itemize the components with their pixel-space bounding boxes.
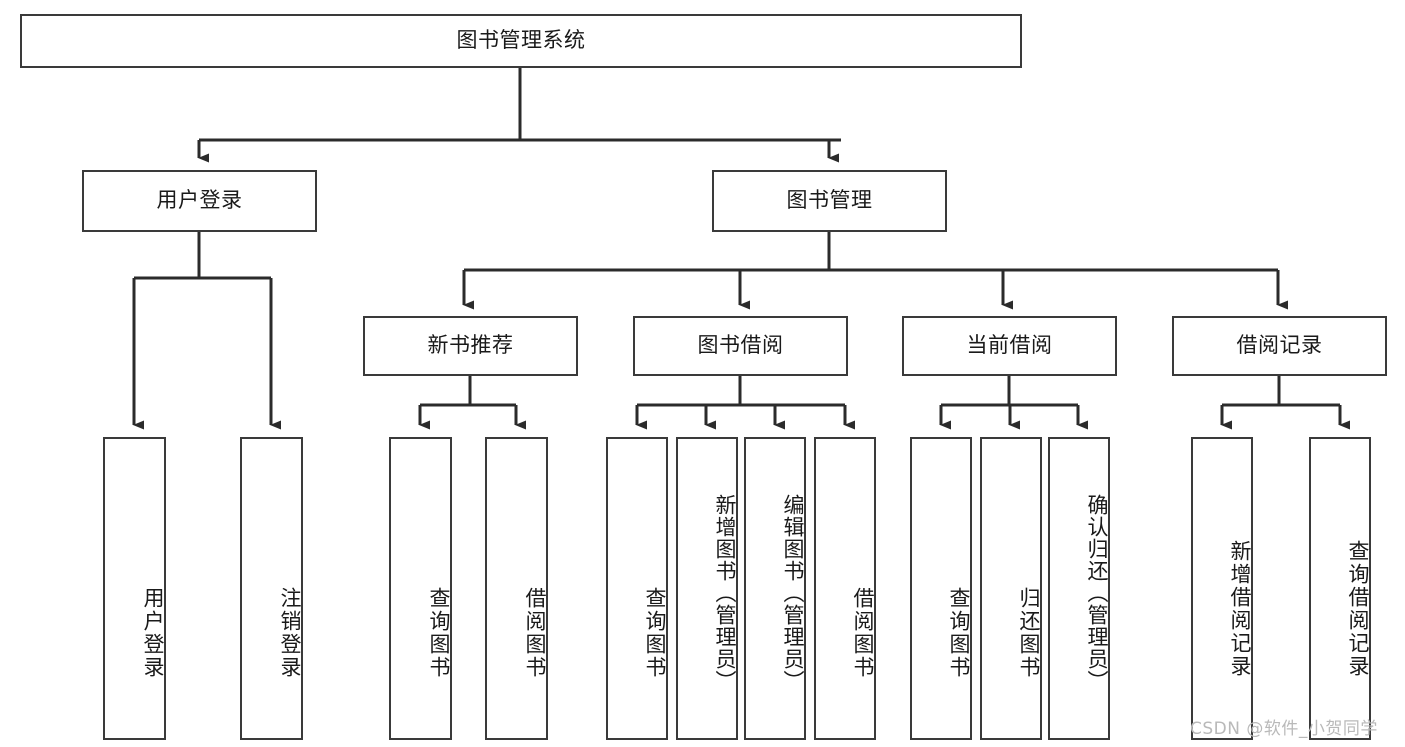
node-user-login-label: 用户登录 bbox=[156, 188, 243, 213]
node-leaf-borrow-book-2-label: 借阅图书 bbox=[851, 586, 875, 679]
node-leaf-user-login[interactable]: 用户登录 bbox=[103, 437, 166, 740]
node-new-book-rec-label: 新书推荐 bbox=[427, 333, 514, 358]
node-leaf-add-book-label: 新增图书（管理员） bbox=[713, 493, 737, 692]
node-leaf-return-book-label: 归还图书 bbox=[1017, 586, 1041, 679]
node-leaf-borrow-book-1[interactable]: 借阅图书 bbox=[485, 437, 548, 740]
node-leaf-add-book[interactable]: 新增图书（管理员） bbox=[676, 437, 738, 740]
node-leaf-query-book-1-label: 查询图书 bbox=[427, 586, 451, 679]
node-leaf-logout-label: 注销登录 bbox=[278, 586, 302, 679]
node-book-borrow[interactable]: 图书借阅 bbox=[633, 316, 848, 376]
node-leaf-edit-book-label: 编辑图书（管理员） bbox=[781, 493, 805, 692]
node-leaf-borrow-book-1-label: 借阅图书 bbox=[523, 586, 547, 679]
node-leaf-query-book-2[interactable]: 查询图书 bbox=[606, 437, 668, 740]
node-leaf-return-book[interactable]: 归还图书 bbox=[980, 437, 1042, 740]
node-book-manage[interactable]: 图书管理 bbox=[712, 170, 947, 232]
node-leaf-add-record[interactable]: 新增借阅记录 bbox=[1191, 437, 1253, 740]
node-book-manage-label: 图书管理 bbox=[786, 188, 873, 213]
node-leaf-query-record-label: 查询借阅记录 bbox=[1346, 539, 1370, 678]
node-new-book-rec[interactable]: 新书推荐 bbox=[363, 316, 578, 376]
node-borrow-record[interactable]: 借阅记录 bbox=[1172, 316, 1387, 376]
node-current-borrow-label: 当前借阅 bbox=[966, 333, 1053, 358]
node-leaf-query-book-1[interactable]: 查询图书 bbox=[389, 437, 452, 740]
node-leaf-add-record-label: 新增借阅记录 bbox=[1228, 539, 1252, 678]
node-leaf-borrow-book-2[interactable]: 借阅图书 bbox=[814, 437, 876, 740]
node-leaf-query-book-3[interactable]: 查询图书 bbox=[910, 437, 972, 740]
node-book-borrow-label: 图书借阅 bbox=[697, 333, 784, 358]
node-borrow-record-label: 借阅记录 bbox=[1236, 333, 1323, 358]
node-current-borrow[interactable]: 当前借阅 bbox=[902, 316, 1117, 376]
node-leaf-logout[interactable]: 注销登录 bbox=[240, 437, 303, 740]
node-leaf-user-login-label: 用户登录 bbox=[141, 586, 165, 679]
node-leaf-query-record[interactable]: 查询借阅记录 bbox=[1309, 437, 1371, 740]
node-user-login[interactable]: 用户登录 bbox=[82, 170, 317, 232]
node-leaf-edit-book[interactable]: 编辑图书（管理员） bbox=[744, 437, 806, 740]
node-leaf-query-book-2-label: 查询图书 bbox=[643, 586, 667, 679]
node-leaf-confirm-return-label: 确认归还（管理员） bbox=[1085, 493, 1109, 692]
node-root-label: 图书管理系统 bbox=[456, 28, 586, 53]
node-leaf-query-book-3-label: 查询图书 bbox=[947, 586, 971, 679]
node-leaf-confirm-return[interactable]: 确认归还（管理员） bbox=[1048, 437, 1110, 740]
csdn-watermark: CSDN @软件_小贺同学 bbox=[1190, 719, 1378, 739]
node-root[interactable]: 图书管理系统 bbox=[20, 14, 1022, 68]
